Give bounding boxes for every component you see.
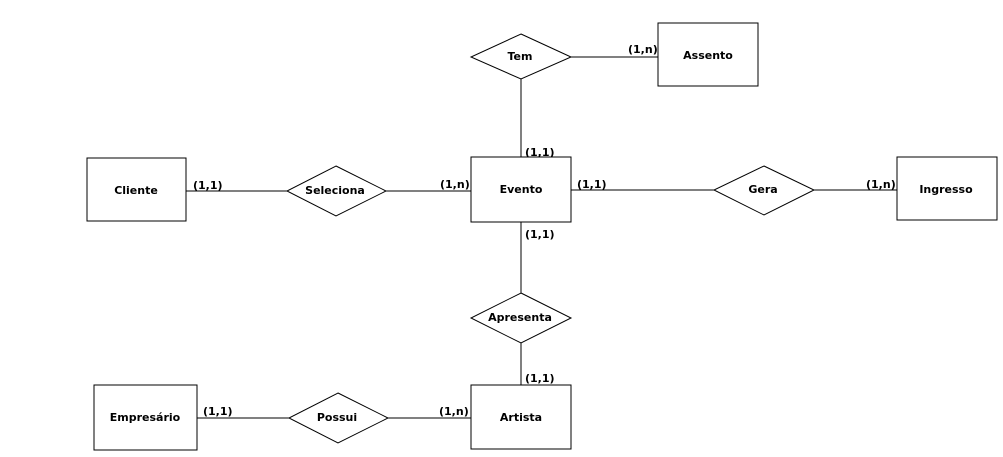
cardinality-gera-evento: (1,1) <box>577 178 607 191</box>
relationship-possui-label: Possui <box>317 411 357 424</box>
entity-assento-label: Assento <box>683 49 733 62</box>
entity-empresario[interactable]: Empresário <box>93 384 198 451</box>
entity-artista[interactable]: Artista <box>470 384 572 450</box>
relationship-gera-label: Gera <box>748 183 777 196</box>
relationship-tem[interactable]: Tem <box>469 33 573 80</box>
entity-assento[interactable]: Assento <box>657 22 759 87</box>
relationship-seleciona-label: Seleciona <box>305 184 365 197</box>
relationship-apresenta-label: Apresenta <box>488 311 552 324</box>
relationship-apresenta[interactable]: Apresenta <box>469 292 573 344</box>
entity-cliente-label: Cliente <box>114 184 158 197</box>
entity-artista-label: Artista <box>500 411 542 424</box>
relationship-gera[interactable]: Gera <box>712 165 816 216</box>
relationship-tem-label: Tem <box>508 50 533 63</box>
cardinality-labels: (1,n) (1,1) (1,1) (1,n) (1,1) (1,n) (1,1… <box>193 43 896 418</box>
entity-ingresso[interactable]: Ingresso <box>896 156 998 221</box>
cardinality-apresenta-artista: (1,1) <box>525 372 555 385</box>
entity-evento-label: Evento <box>500 183 543 196</box>
cardinality-tem-assento: (1,n) <box>628 43 658 56</box>
relationship-seleciona[interactable]: Seleciona <box>285 165 388 217</box>
cardinality-possui-empresario: (1,1) <box>203 405 233 418</box>
cardinality-seleciona-cliente: (1,1) <box>193 179 223 192</box>
cardinality-possui-artista: (1,n) <box>439 405 469 418</box>
cardinality-apresenta-evento: (1,1) <box>525 228 555 241</box>
cardinality-gera-ingresso: (1,n) <box>866 178 896 191</box>
entity-ingresso-label: Ingresso <box>919 183 973 196</box>
connector-lines <box>186 56 897 419</box>
entity-evento[interactable]: Evento <box>470 156 572 223</box>
cardinality-seleciona-evento: (1,n) <box>440 178 470 191</box>
entity-empresario-label: Empresário <box>110 411 181 424</box>
entity-cliente[interactable]: Cliente <box>86 157 187 222</box>
cardinality-tem-evento: (1,1) <box>525 146 555 159</box>
relationship-possui[interactable]: Possui <box>287 392 390 444</box>
